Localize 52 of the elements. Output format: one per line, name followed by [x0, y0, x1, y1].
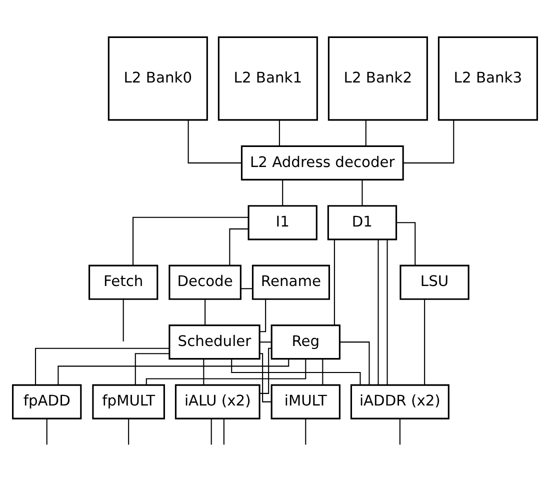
node-box: iALU (x2) — [174, 384, 260, 420]
node-box: D1 — [327, 205, 398, 240]
connector — [378, 240, 379, 385]
connector — [223, 418, 224, 445]
connector — [260, 342, 272, 343]
connector — [322, 359, 324, 386]
connector — [403, 120, 454, 164]
node-box: Rename — [252, 264, 330, 300]
connector — [146, 359, 306, 385]
node-box: L2 Bank1 — [218, 36, 318, 121]
connector — [210, 418, 212, 445]
connector — [46, 418, 48, 445]
connector — [188, 120, 242, 164]
node-box: fpADD — [12, 384, 82, 420]
connector — [34, 348, 170, 385]
node-box: L2 Bank0 — [108, 36, 208, 121]
connector — [260, 353, 272, 402]
connector — [241, 288, 253, 290]
node-box: L2 Bank2 — [328, 36, 428, 121]
connector — [424, 299, 426, 385]
connector — [260, 299, 266, 332]
node-box: Scheduler — [168, 324, 260, 360]
connector — [278, 120, 280, 146]
connector — [134, 353, 170, 385]
connector — [58, 359, 290, 385]
node-box: Decode — [168, 264, 242, 300]
connector — [260, 348, 272, 394]
connector — [231, 359, 361, 385]
connector — [122, 299, 124, 342]
connector — [204, 299, 206, 326]
connector — [229, 228, 248, 266]
node-box: L2 Address decoder — [240, 145, 404, 180]
node-box: Fetch — [88, 264, 158, 300]
node-box: iMULT — [270, 384, 340, 420]
connector — [305, 418, 306, 445]
connector — [340, 342, 370, 385]
connector — [282, 180, 284, 206]
connector — [362, 180, 363, 206]
connector — [399, 418, 400, 445]
node-box: L2 Bank3 — [438, 36, 538, 121]
connector — [132, 216, 248, 266]
connector — [386, 240, 388, 385]
connector — [334, 240, 335, 325]
connector — [396, 222, 416, 266]
node-box: LSU — [400, 264, 470, 300]
node-box: I1 — [248, 205, 318, 240]
connector — [203, 359, 204, 386]
node-box: Reg — [270, 324, 340, 360]
connector — [365, 120, 366, 146]
node-box: iADDR (x2) — [350, 384, 450, 420]
node-box: fpMULT — [92, 384, 165, 420]
connector — [128, 418, 130, 445]
